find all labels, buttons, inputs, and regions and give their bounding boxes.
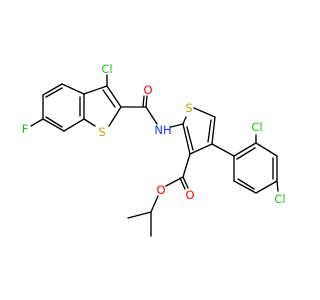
bond (255, 180, 278, 194)
bond (165, 176, 184, 187)
bonds (30, 74, 279, 237)
bond (61, 83, 85, 95)
bond (42, 118, 65, 132)
bond (237, 178, 255, 190)
bond (236, 147, 256, 160)
bond (207, 119, 212, 143)
bond (108, 106, 122, 127)
bond (45, 87, 63, 98)
bond (211, 116, 216, 145)
bond (233, 180, 257, 194)
atom-label-chlorine: Cl (251, 120, 262, 134)
bond (182, 116, 187, 125)
bond (182, 153, 191, 178)
atom-label-nh: NH (154, 123, 171, 137)
bond (186, 126, 194, 151)
bond (142, 95, 145, 108)
atom-label-sulfur: S (98, 125, 105, 139)
bond (211, 143, 235, 157)
bond (182, 176, 189, 189)
bond (170, 123, 184, 128)
bond (30, 118, 44, 127)
bond (193, 107, 216, 118)
bond (145, 106, 158, 125)
atom-label-oxygen: O (156, 183, 165, 197)
atom-label-fluorine: F (22, 122, 29, 136)
bond (106, 85, 122, 108)
bond (83, 118, 96, 127)
bond (233, 142, 257, 157)
atom-label-oxygen: O (143, 83, 152, 97)
bond (42, 83, 63, 96)
bond (179, 177, 186, 190)
atom-labels: Cl F S O NH S Cl Cl O O (22, 62, 286, 206)
atom-label-chlorine: Cl (101, 62, 112, 76)
molecule-structure: Cl F S O NH S Cl Cl O O (22, 62, 286, 237)
bond (276, 180, 279, 192)
bond (182, 123, 191, 155)
bond (45, 116, 63, 128)
bond (255, 142, 278, 157)
atom-label-sulfur: S (185, 101, 192, 115)
bond (127, 211, 152, 219)
bond (83, 85, 108, 95)
bond (150, 195, 159, 213)
bond (102, 89, 116, 108)
atom-label-chlorine: Cl (274, 192, 285, 206)
bond (145, 95, 148, 108)
bond (63, 118, 85, 132)
bond (189, 143, 213, 155)
molecule-canvas: Cl F S O NH S Cl Cl O O (22, 62, 286, 237)
atom-label-oxygen: O (185, 188, 194, 202)
